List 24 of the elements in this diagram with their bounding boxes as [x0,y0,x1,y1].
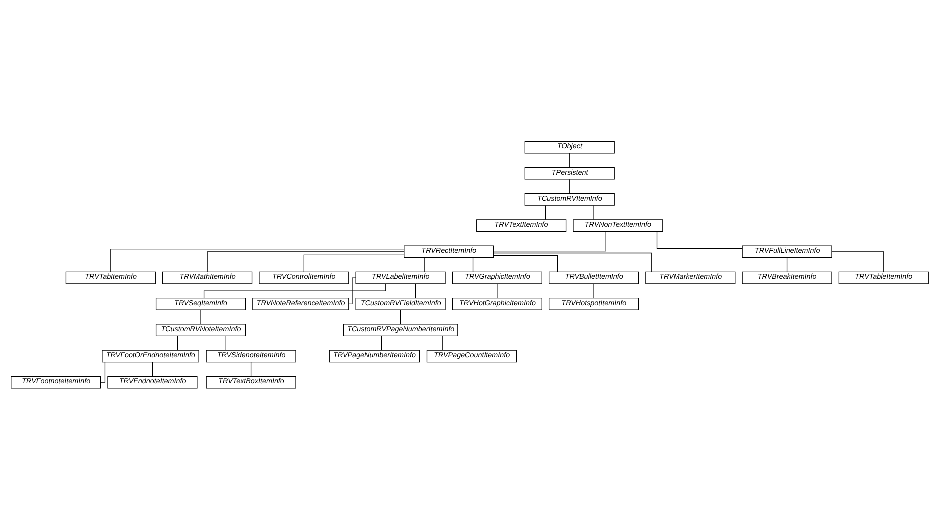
connector [348,278,356,304]
connector [250,362,252,377]
connector [204,284,386,299]
connector [786,258,788,272]
connector [400,310,402,325]
connector [424,258,426,272]
connector [415,284,416,298]
connector [832,252,884,272]
connector [494,256,558,272]
connector [100,362,106,383]
connector [545,205,546,220]
connector [494,231,606,252]
connector [207,252,405,272]
connector [442,336,443,351]
connector [200,310,202,325]
connector [497,284,498,298]
connector [152,362,154,377]
connector [472,258,474,272]
connector [656,232,743,249]
connector [304,254,405,272]
connector [381,336,382,351]
connector [110,249,405,272]
connector [494,252,652,272]
connector [177,336,178,351]
